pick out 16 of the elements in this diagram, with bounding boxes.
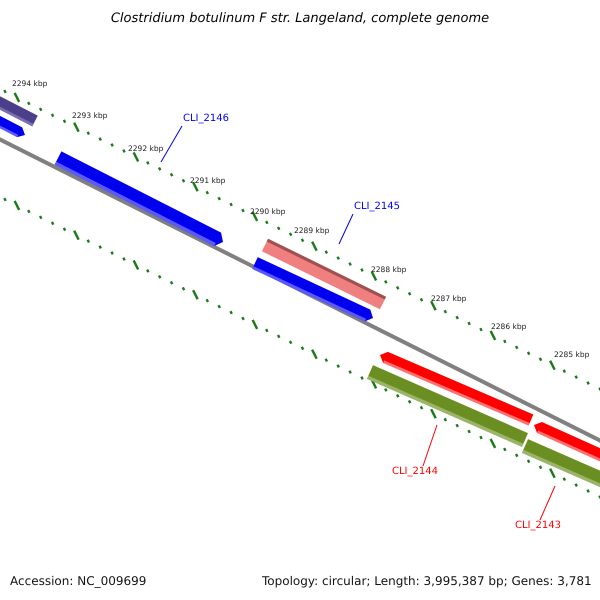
leader-line [160, 126, 182, 162]
gene-feature [54, 151, 223, 246]
genome-title: Clostridium botulinum F str. Langeland, complete genome [110, 12, 490, 25]
gene-feature [522, 439, 600, 488]
gene-feature [0, 115, 25, 138]
gene-label: CLI_2145 [354, 202, 400, 212]
gene-label: CLI_2144 [392, 467, 438, 477]
accession-label: Accession: NC_009699 [10, 575, 146, 587]
gene-label: CLI_2146 [183, 114, 229, 124]
genome-statistics: Topology: circular; Length: 3,995,387 bp; Genes: 3,781 [262, 575, 592, 587]
gene-feature [252, 257, 373, 322]
leader-line [338, 214, 354, 244]
gene-label: CLI_2143 [515, 521, 561, 531]
leader-line [422, 424, 438, 466]
gene-feature [366, 365, 528, 447]
leader-line [540, 486, 556, 520]
